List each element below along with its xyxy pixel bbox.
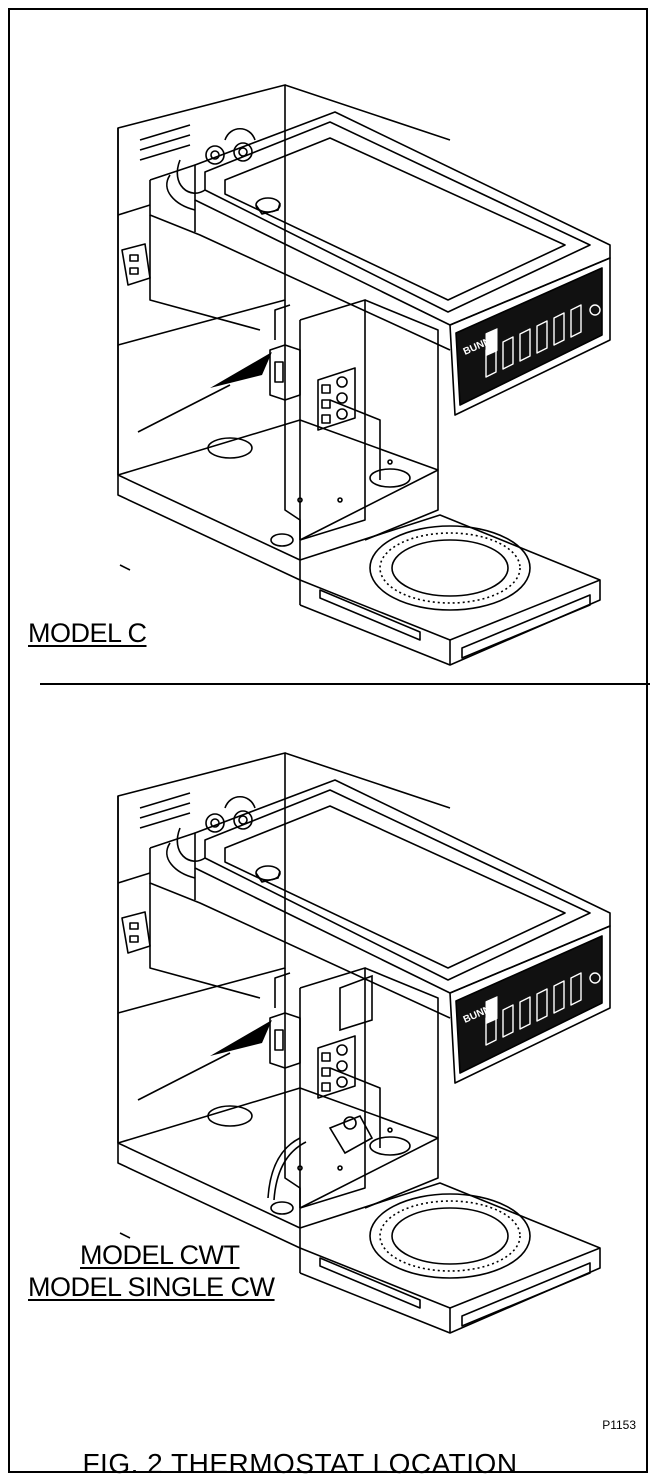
model-cw-illustration: BUNN CW SERIES: [117, 752, 611, 1334]
model-single-cw-label: MODEL SINGLE CW: [28, 1272, 275, 1302]
model-cwt-label: MODEL CWT: [80, 1240, 240, 1270]
model-c-illustration: BUNN C SERIES: [117, 84, 611, 666]
figure-caption: FIG. 2 THERMOSTAT LOCATION: [82, 1448, 518, 1479]
thermostat-pointer-arrow: [137, 352, 272, 433]
figure-frame: [8, 8, 648, 1473]
model-c-label: MODEL C: [28, 618, 147, 648]
thermostat-pointer-arrow: [137, 1020, 272, 1101]
part-number: P1153: [602, 1418, 636, 1432]
